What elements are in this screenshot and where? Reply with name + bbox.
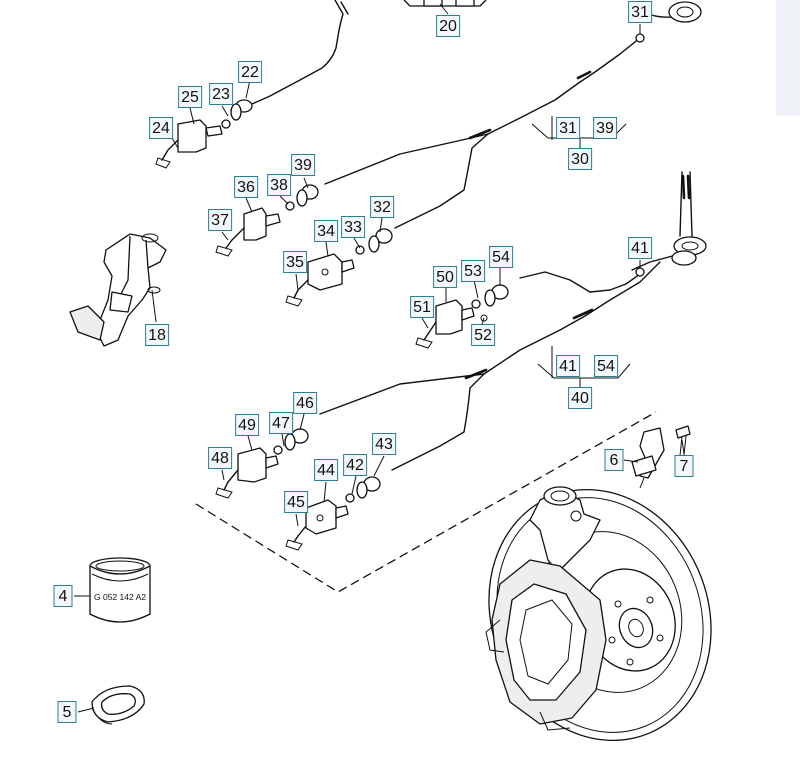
callout-54-range-end: 54 <box>594 355 618 377</box>
connector-32 <box>285 228 393 307</box>
callout-40: 40 <box>568 387 592 409</box>
callout-48: 48 <box>208 447 232 469</box>
callout-44: 44 <box>314 459 338 481</box>
callout-37: 37 <box>208 209 232 231</box>
side-panel <box>776 0 800 116</box>
sealant-tube-4: G 052 142 A2 <box>89 557 151 623</box>
leader-lines <box>74 3 685 713</box>
connector-39 <box>215 184 319 257</box>
callout-41-range-start: 41 <box>556 355 580 377</box>
callout-20: 20 <box>436 15 460 37</box>
callout-22: 22 <box>238 61 262 83</box>
callout-53: 53 <box>461 260 485 282</box>
callout-52: 52 <box>471 324 495 346</box>
callout-43: 43 <box>372 433 396 455</box>
callout-38: 38 <box>267 174 291 196</box>
connector-54 <box>415 284 509 349</box>
callout-6: 6 <box>604 449 624 471</box>
callout-5: 5 <box>57 701 77 723</box>
callout-34: 34 <box>314 220 338 242</box>
bracket-40 <box>537 346 631 388</box>
callout-4: 4 <box>53 585 73 607</box>
callout-50: 50 <box>433 266 457 288</box>
callout-51: 51 <box>410 296 434 318</box>
callout-54: 54 <box>489 246 513 268</box>
callout-39: 39 <box>291 154 315 176</box>
bracket-18 <box>69 233 167 347</box>
bracket-30 <box>531 116 627 148</box>
callout-24: 24 <box>149 117 173 139</box>
callout-42: 42 <box>343 454 367 476</box>
speed-sensor-6 <box>631 427 665 489</box>
callout-31: 31 <box>628 1 652 23</box>
connector-46 <box>215 428 309 499</box>
grommet-31 <box>635 1 702 43</box>
callout-45: 45 <box>284 491 308 513</box>
callout-31-range-start: 31 <box>556 117 580 139</box>
callout-25: 25 <box>178 86 202 108</box>
callout-33: 33 <box>341 216 365 238</box>
callout-46: 46 <box>293 392 317 414</box>
grommet-5 <box>91 685 145 725</box>
callout-47: 47 <box>269 412 293 434</box>
callout-32: 32 <box>370 196 394 218</box>
callout-30: 30 <box>568 148 592 170</box>
callout-23: 23 <box>209 83 233 105</box>
callout-41: 41 <box>628 237 652 259</box>
assembly-boundary <box>195 411 657 593</box>
connector-43 <box>285 476 381 551</box>
sealant-tube-marking: G 052 142 A2 <box>94 592 146 602</box>
connector-22 <box>155 99 253 169</box>
callout-18: 18 <box>145 324 169 346</box>
part-20-fragment <box>403 0 487 7</box>
callout-7: 7 <box>674 455 694 477</box>
callout-35: 35 <box>283 251 307 273</box>
grommet-41 <box>635 236 707 277</box>
middle-cable-harness <box>319 171 693 471</box>
wheel-brake-assembly <box>485 486 712 742</box>
callout-36: 36 <box>234 176 258 198</box>
callout-39-range-end: 39 <box>593 117 617 139</box>
callout-49: 49 <box>235 414 259 436</box>
